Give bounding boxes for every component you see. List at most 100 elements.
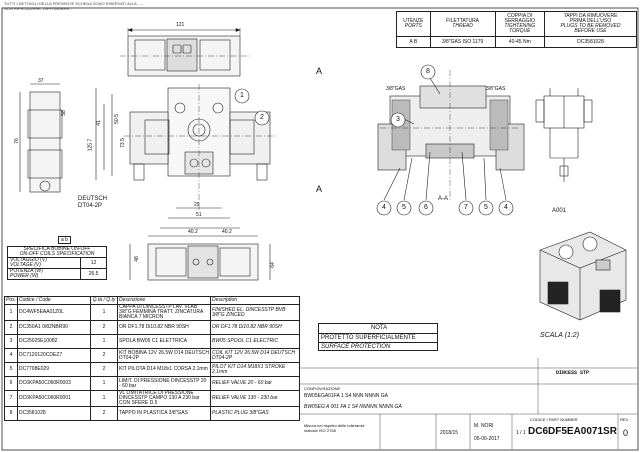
balloon-3	[390, 112, 406, 128]
section-aa-label: A-A	[438, 196, 449, 202]
parts-cell-qty: 2	[90, 362, 119, 377]
balloon-4a	[376, 200, 392, 216]
rev-label: REV.	[620, 417, 629, 422]
note-line-1: PROTETTO SUPERFICIALMENTE	[319, 334, 437, 344]
note-title: NOTA	[319, 324, 437, 334]
drawing-date: 2018/15	[440, 430, 459, 436]
config-2: BW05EG A 001 FA 1 S4 NNNNN NNNN GA	[304, 404, 402, 410]
dim-50-5: 50.5	[113, 114, 120, 124]
parts-cell-qty: 1	[90, 304, 119, 321]
parts-cell-desc: CAPPA DI DINCESSTP LAV. VLAB 3/8"G FEMMI…	[117, 304, 212, 321]
parts-cell-code: DC4WF5EAA01Z0L	[17, 304, 92, 321]
parts-cell-qty: 1	[90, 334, 119, 349]
ab-label: a b	[58, 236, 71, 244]
parts-cell-desc: LIMIT. DI PRESSIONE DINCESSTP 20 - 60 ba…	[117, 376, 212, 391]
balloon-4b-label: 4	[504, 204, 508, 211]
balloon-7-label: 7	[464, 204, 468, 211]
parts-cell-pos: 6	[3, 376, 19, 391]
dim-51: 51	[196, 212, 202, 218]
parts-cell-descr: RELIEF VALVE 130 - 230 bar	[210, 390, 300, 407]
parts-cell-code: DC6KPA50C060R0001	[17, 390, 92, 407]
parts-table: Pos. Codice / Code Q.tà / Q.ty Descrizio…	[3, 296, 300, 421]
config-label: CONFIGURAZIONE	[304, 386, 341, 391]
sheet-number: 1 / 1	[516, 430, 526, 436]
top-view	[120, 28, 250, 77]
balloon-5-label: 5	[402, 204, 406, 211]
parts-cell-pos: 8	[3, 406, 19, 421]
header-note: TUTTI I DETTAGLI DELLA PRESENTE SCHEDA S…	[4, 1, 144, 11]
ports-value: A B	[396, 36, 431, 48]
parts-cell-qty: 1	[90, 390, 119, 407]
balloon-6	[418, 200, 434, 216]
parts-cell-code: DC7708E029	[17, 362, 92, 377]
parts-cell-code: DC3581028	[17, 406, 92, 421]
dim-125-7: 125.7	[87, 138, 94, 152]
parts-cell-code: DC7120120CDEZ7	[17, 348, 92, 363]
parts-cell-desc: TAPPO IN PLASTICA 3/8"GAS	[117, 406, 212, 421]
section-view	[377, 70, 525, 201]
parts-cell-descr: BW05 SPOOL C1 ELECTRIC	[210, 334, 300, 349]
parts-cell-qty: 2	[90, 320, 119, 335]
parts-cell-descr: RELIEF VALVE 20 - 60 bar	[210, 376, 300, 391]
parts-cell-desc: VL LIMITATRICE DI PRESSIONE DINCESSTP CA…	[117, 390, 212, 407]
parts-cell-descr: COIL KIT 12V 26.5W D14 DEUTSCH DT04-2P	[210, 348, 300, 363]
code-label: CODICE / PART NUMBER	[530, 417, 578, 422]
hydraulic-symbol	[535, 88, 593, 182]
power-label: POTENZA (W)POWER (W)	[6, 268, 82, 280]
torque-value: 40-45 Nm	[494, 36, 546, 48]
parts-cell-pos: 4	[3, 348, 19, 363]
voltage-label: VOLTAGGIO (V)VOLTAGE (V)	[6, 257, 82, 269]
balloon-4b	[498, 200, 514, 216]
parts-cell-pos: 7	[3, 390, 19, 407]
parts-cell-desc: KIT BOBINA 12V 26.5W D14 DEUTSCH DT04-2P	[117, 348, 212, 363]
balloon-8	[420, 64, 436, 80]
header-note-line: NON RIPRODURRE, DIFFONDERE...	[4, 6, 73, 11]
parts-header-code: Codice / Code	[17, 296, 92, 305]
general-tolerance: Misura nel rispetto delle tolleranze ind…	[304, 423, 365, 433]
dim-gas-a: 3/8"GAS	[386, 86, 406, 92]
part-number: DC6DF5EA0071SR	[528, 426, 617, 437]
parts-cell-descr: PLASTIC PLUG 3/8"GAS	[210, 406, 300, 421]
dim-58: 58	[60, 110, 67, 116]
company-logo: DINCESS STP	[556, 370, 590, 376]
note-box: NOTA PROTETTO SUPERFICIALMENTE SURFACE P…	[318, 323, 438, 351]
parts-cell-qty: 2	[90, 348, 119, 363]
rev-value: 0	[623, 428, 629, 438]
balloon-5a	[396, 200, 412, 216]
balloon-2	[254, 110, 270, 126]
parts-header-pos: Pos.	[3, 296, 19, 305]
balloon-4-label: 4	[382, 204, 386, 211]
parts-cell-desc: SPOLA BW05 C1 ELETTRICA	[117, 334, 212, 349]
front-view	[95, 84, 278, 229]
parts-cell-pos: 5	[3, 362, 19, 377]
balloon-3-label: 3	[396, 116, 400, 123]
dim-76: 76	[13, 138, 20, 144]
drawn-by: M. NORI	[474, 423, 494, 429]
parts-cell-desc: OR DF1.78 Di10.82 NBR 90SH	[117, 320, 212, 335]
plugs-value: DC3581028	[544, 36, 637, 48]
dim-37: 37	[38, 78, 44, 84]
header-note-line: TUTTI I DETTAGLI DELLA PRESENTE SCHEDA S…	[4, 1, 145, 6]
parts-cell-qty: 1	[90, 376, 119, 391]
approved-date: 05-06-2017	[474, 436, 500, 442]
balloon-6-label: 6	[424, 204, 428, 211]
parts-header-qty: Q.tà / Q.ty	[90, 296, 119, 305]
balloon-1-label: 1	[240, 92, 244, 99]
dim-73-5: 73.5	[119, 138, 126, 148]
balloon-5b-label: 5	[484, 204, 488, 211]
